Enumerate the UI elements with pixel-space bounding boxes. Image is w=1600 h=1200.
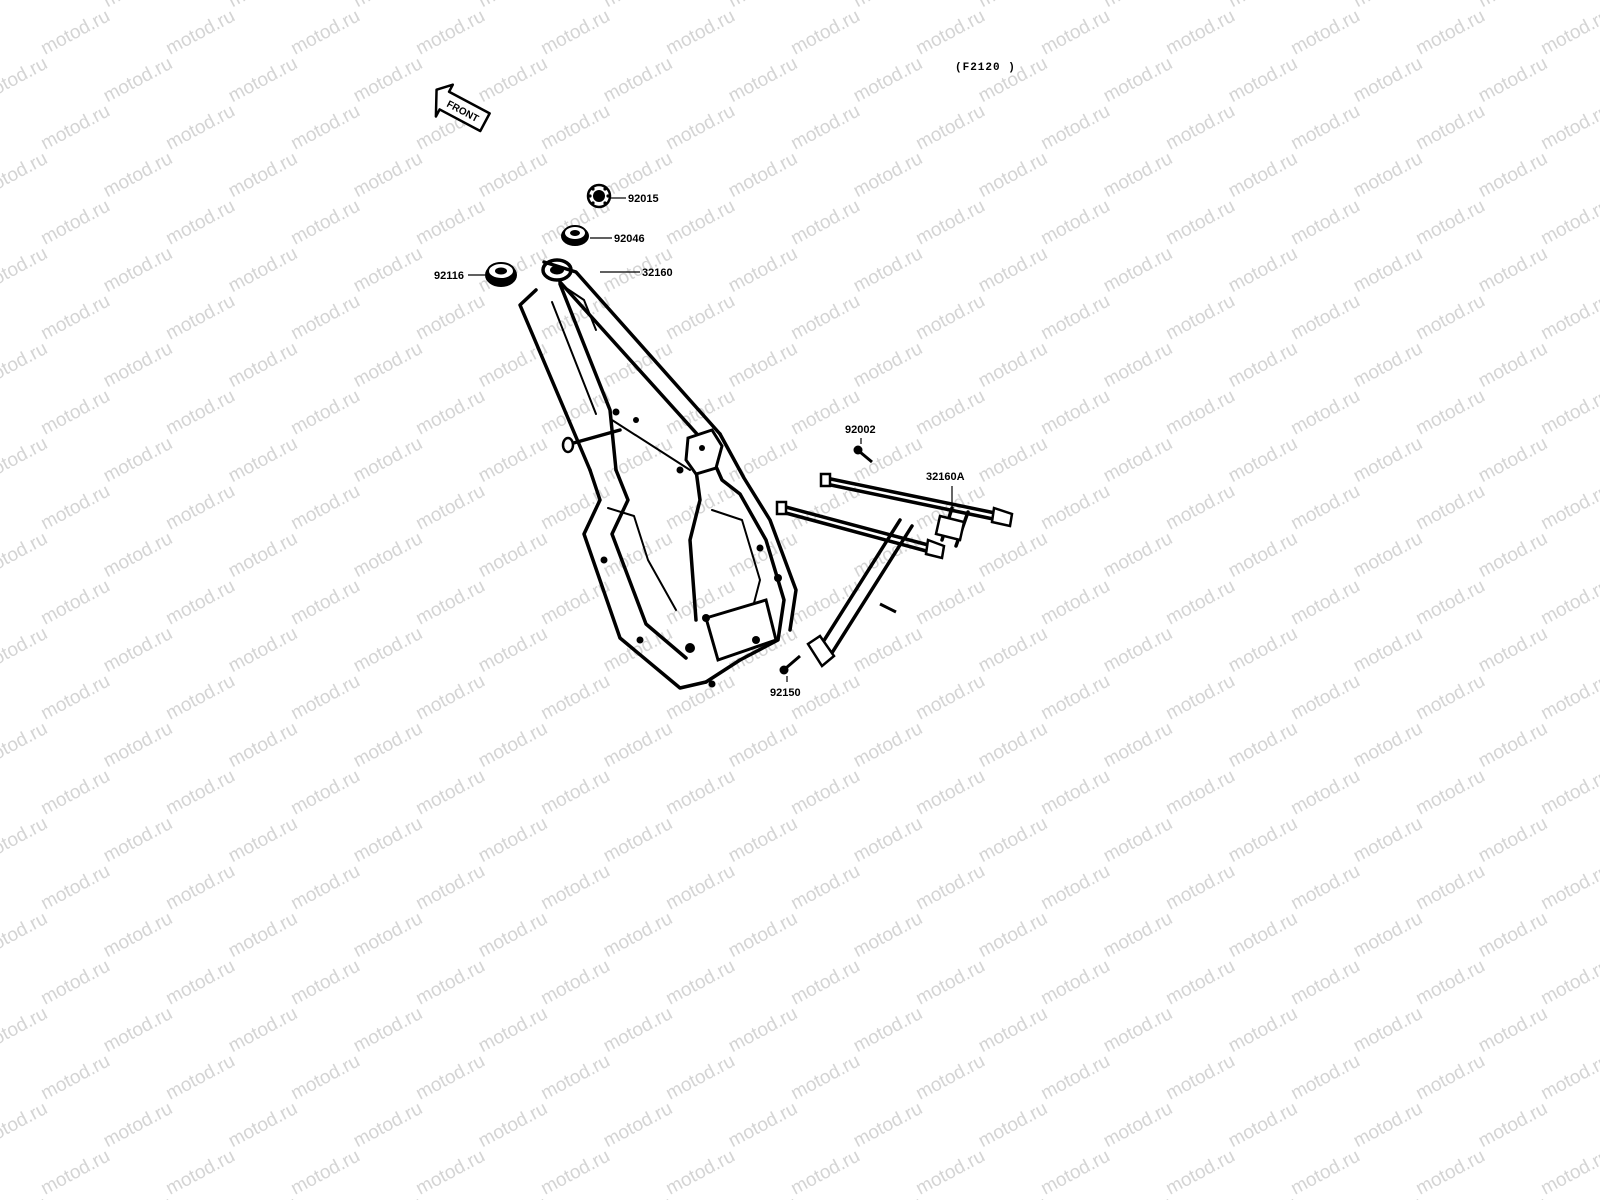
bolt-92002-icon [853,445,873,464]
part-label-32160A: 32160A [926,471,965,483]
nut-92015-icon [586,183,612,209]
part-label-92046: 92046 [614,233,645,245]
part-label-32160: 32160 [642,267,673,279]
main-frame-32160-icon [518,258,798,690]
part-label-92002: 92002 [845,424,876,436]
rear-frame-32160A-icon [775,472,1014,668]
part-label-92116: 92116 [434,270,464,282]
bolt-92150-icon [779,654,801,675]
figure-code: (F2120 ) [955,62,1016,74]
front-arrow-icon: FRONT [434,83,491,133]
part-label-92150: 92150 [770,687,801,699]
bearing-92116-icon [485,262,517,287]
bearing-92046-icon [561,225,589,246]
part-label-92015: 92015 [628,193,659,205]
